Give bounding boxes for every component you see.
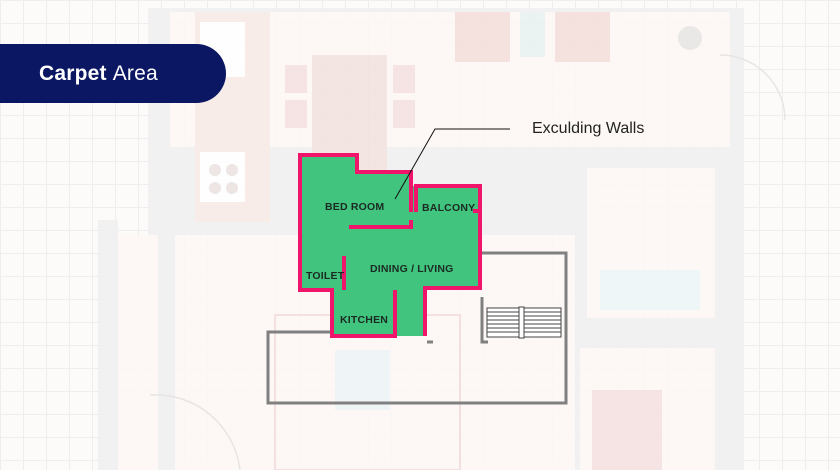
carpet-area-fill	[300, 155, 480, 336]
badge-title-bold: Carpet	[39, 61, 107, 85]
room-label-toilet: TOILET	[306, 270, 345, 282]
room-label-kitchen: KITCHEN	[340, 314, 389, 326]
badge-title-regular: Area	[112, 61, 158, 85]
room-label-bedroom: BED ROOM	[325, 201, 385, 213]
staircase	[486, 306, 562, 339]
carpet-area-walls	[298, 153, 482, 338]
carpet-area-badge: Carpet Area	[0, 44, 226, 103]
room-label-dining-living: DINING / LIVING	[370, 263, 454, 275]
callout-leader-line	[394, 128, 510, 200]
room-label-balcony: BALCONY	[422, 202, 476, 214]
callout-label: Exculding Walls	[532, 120, 645, 137]
outer-walls	[266, 251, 568, 405]
